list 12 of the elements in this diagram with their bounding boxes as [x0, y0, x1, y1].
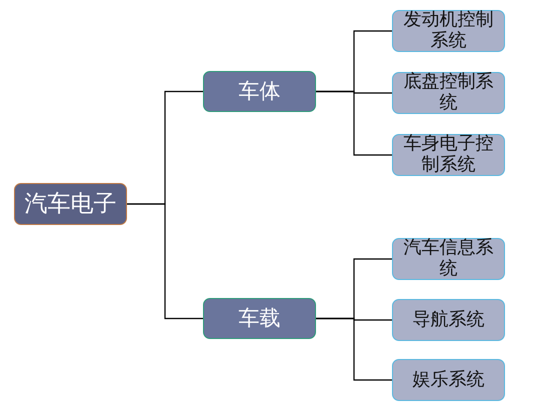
- connector-line: [316, 90, 392, 156]
- system-box: 发动机控制系统: [392, 10, 505, 52]
- category-box: 车体: [203, 71, 316, 112]
- system-box: 底盘控制系统: [392, 72, 505, 114]
- connector-line: [127, 203, 203, 320]
- root-box: 汽车电子: [14, 183, 127, 225]
- category-box: 车载: [203, 298, 316, 339]
- system-box: 娱乐系统: [392, 359, 505, 401]
- connector-line: [316, 318, 392, 381]
- system-box: 汽车信息系统: [392, 238, 505, 280]
- system-box: 车身电子控制系统: [392, 134, 505, 176]
- system-box: 导航系统: [392, 299, 505, 341]
